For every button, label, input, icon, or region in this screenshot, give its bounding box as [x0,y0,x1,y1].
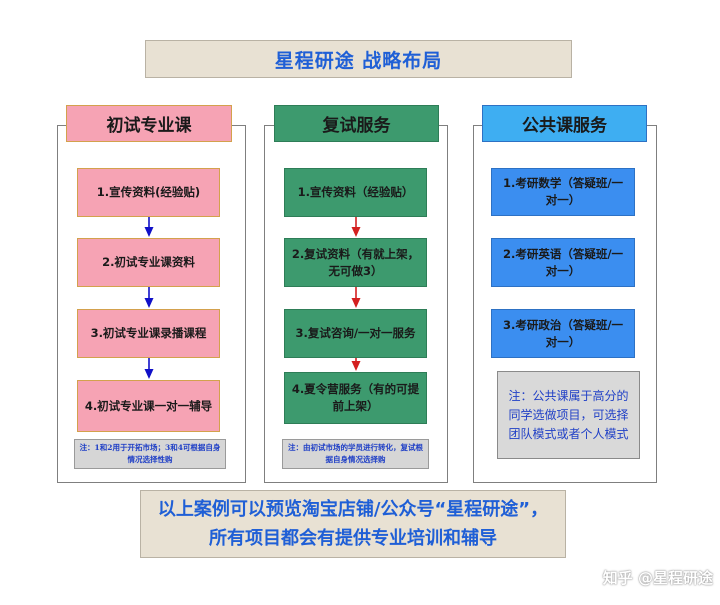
note-initial: 注：1和2用于开拓市场；3和4可根据自身情况选择性购 [74,439,226,469]
step-public-3: 3.考研政治（答疑班/一对一） [491,309,635,358]
step-initial-3: 3.初试专业课录播课程 [77,309,220,358]
step-public-1: 1.考研数学（答疑班/一对一） [491,168,635,216]
column-header-retest: 复试服务 [274,105,439,142]
footer-banner: 以上案例可以预览淘宝店铺/公众号“星程研途”，所有项目都会有提供专业培训和辅导 [140,490,566,558]
step-retest-4: 4.夏令营服务（有的可提前上架） [284,372,427,424]
arrow-initial-2-3 [144,287,154,308]
note-retest: 注：由初试市场的学员进行转化，复试根据自身情况选择购 [282,439,429,469]
step-retest-1: 1.宣传资料（经验贴） [284,168,427,217]
step-retest-3: 3.复试咨询/一对一服务 [284,309,427,358]
step-retest-2: 2.复试资料（有就上架，无可做3） [284,238,427,287]
note-public: 注：公共课属于高分的同学选做项目，可选择团队模式或者个人模式 [497,371,640,459]
arrow-retest-2-3 [351,287,361,308]
arrow-retest-1-2 [351,217,361,237]
watermark: 知乎 @星程研途 [602,568,713,587]
step-initial-1: 1.宣传资料(经验贴) [77,168,220,217]
diagram-title: 星程研途 战略布局 [145,40,572,78]
step-initial-2: 2.初试专业课资料 [77,238,220,287]
arrow-initial-1-2 [144,217,154,237]
column-header-public: 公共课服务 [482,105,647,142]
arrow-initial-3-4 [144,358,154,379]
column-header-initial: 初试专业课 [66,105,232,142]
step-initial-4: 4.初试专业课一对一辅导 [77,380,220,432]
arrow-retest-3-4 [351,358,361,371]
step-public-2: 2.考研英语（答疑班/一对一） [491,238,635,287]
